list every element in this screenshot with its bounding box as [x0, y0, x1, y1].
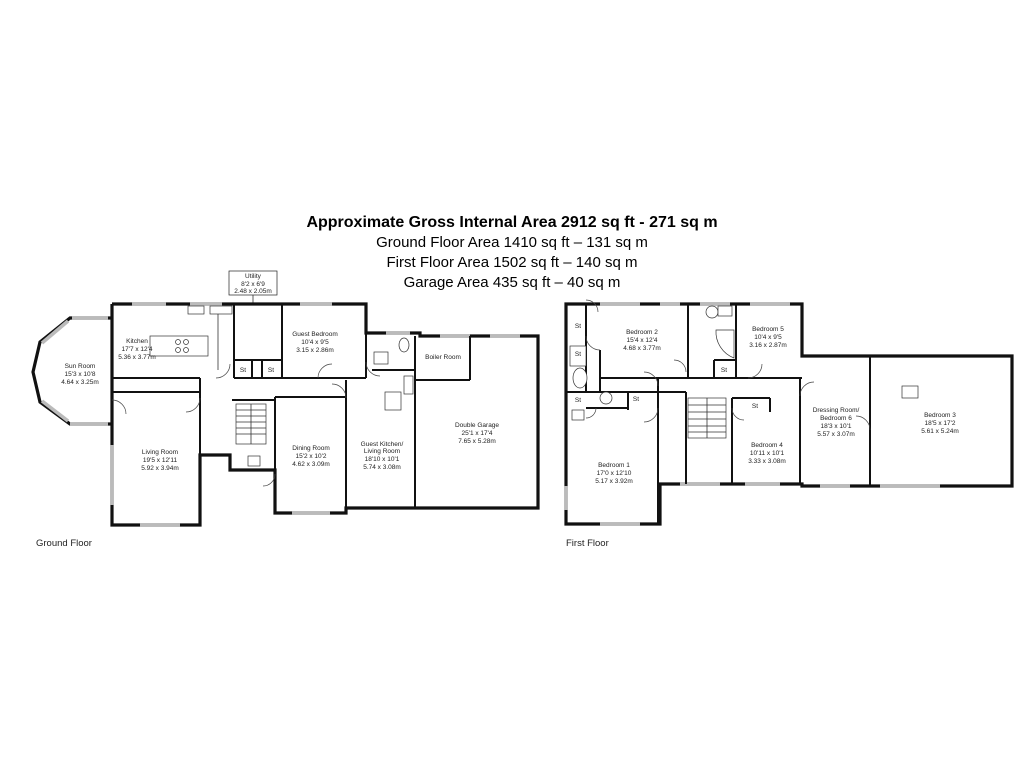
svg-text:10'4 x 9'5: 10'4 x 9'5: [301, 339, 329, 346]
room-name-kitchen: Kitchen: [126, 338, 148, 345]
svg-text:8'2 x 6'9: 8'2 x 6'9: [241, 281, 265, 288]
room-name-sun-room: Sun Room: [65, 363, 96, 370]
room-name-bedroom-4: Bedroom 4: [751, 442, 783, 449]
svg-text:5.92 x 3.94m: 5.92 x 3.94m: [141, 465, 179, 472]
room-name-bedroom-2: Bedroom 2: [626, 329, 658, 336]
storage-label: St: [721, 367, 727, 374]
svg-text:7.65 x 5.28m: 7.65 x 5.28m: [458, 438, 496, 445]
svg-text:4.68 x 3.77m: 4.68 x 3.77m: [623, 345, 661, 352]
gross-area-title: Approximate Gross Internal Area 2912 sq …: [306, 214, 717, 231]
svg-text:15'4 x 12'4: 15'4 x 12'4: [626, 337, 657, 344]
storage-label: St: [268, 367, 274, 374]
ground-floor-label: Ground Floor: [36, 538, 92, 549]
svg-text:3.15 x 2.86m: 3.15 x 2.86m: [296, 347, 334, 354]
room-name-living-room: Living Room: [142, 449, 178, 456]
svg-text:15'2 x 10'2: 15'2 x 10'2: [295, 453, 326, 460]
first-floor-area: First Floor Area 1502 sq ft – 140 sq m: [387, 254, 638, 271]
svg-text:5.74 x 3.08m: 5.74 x 3.08m: [363, 464, 401, 471]
svg-text:Bedroom 6: Bedroom 6: [820, 415, 852, 422]
storage-label: St: [575, 323, 581, 330]
svg-text:17'7 x 12'4: 17'7 x 12'4: [121, 346, 152, 353]
svg-text:2.48 x 2.05m: 2.48 x 2.05m: [234, 288, 272, 295]
storage-label: St: [240, 367, 246, 374]
storage-label: St: [575, 351, 581, 358]
svg-text:5.57 x 3.07m: 5.57 x 3.07m: [817, 431, 855, 438]
ground-floor-area: Ground Floor Area 1410 sq ft – 131 sq m: [376, 234, 648, 251]
storage-label: St: [752, 403, 758, 410]
svg-text:18'3 x 10'1: 18'3 x 10'1: [820, 423, 851, 430]
svg-text:18'5 x 17'2: 18'5 x 17'2: [924, 420, 955, 427]
svg-text:4.62 x 3.09m: 4.62 x 3.09m: [292, 461, 330, 468]
svg-text:15'3 x 10'8: 15'3 x 10'8: [64, 371, 95, 378]
room-name-utility: Utility: [245, 273, 262, 280]
garage-area: Garage Area 435 sq ft – 40 sq m: [404, 274, 621, 291]
svg-text:19'5 x 12'11: 19'5 x 12'11: [143, 457, 178, 464]
first-staircase: [687, 397, 727, 439]
room-name-guest-bedroom: Guest Bedroom: [292, 331, 338, 338]
room-name-boiler-room: Boiler Room: [425, 354, 461, 361]
svg-text:4.64 x 3.25m: 4.64 x 3.25m: [61, 379, 99, 386]
svg-text:5.36 x 3.77m: 5.36 x 3.77m: [118, 354, 156, 361]
svg-text:5.61 x 5.24m: 5.61 x 5.24m: [921, 428, 959, 435]
room-name-dining-room: Dining Room: [292, 445, 330, 452]
ground-floor-plan: Utility 8'2 x 6'9 2.48 x 2.05m Kitchen 1…: [31, 270, 540, 549]
storage-label: St: [633, 396, 639, 403]
room-name-bedroom-3: Bedroom 3: [924, 412, 956, 419]
svg-text:10'11 x 10'1: 10'11 x 10'1: [750, 450, 785, 457]
storage-label: St: [575, 397, 581, 404]
svg-text:17'0 x 12'10: 17'0 x 12'10: [597, 470, 632, 477]
svg-text:3.33 x 3.08m: 3.33 x 3.08m: [748, 458, 786, 465]
room-name-bedroom-5: Bedroom 5: [752, 326, 784, 333]
svg-text:3.16 x 2.87m: 3.16 x 2.87m: [749, 342, 787, 349]
first-floor-plan: Bedroom 2 15'4 x 12'4 4.68 x 3.77m Bedro…: [564, 299, 1014, 549]
svg-text:25'1 x 17'4: 25'1 x 17'4: [461, 430, 492, 437]
svg-text:5.17 x 3.92m: 5.17 x 3.92m: [595, 478, 633, 485]
room-name-dressing-room: Dressing Room/: [813, 407, 860, 414]
room-name-double-garage: Double Garage: [455, 422, 499, 429]
utility-label-box: [228, 270, 278, 296]
room-name-bedroom-1: Bedroom 1: [598, 462, 630, 469]
kitchen-island: [149, 335, 209, 357]
svg-text:Living Room: Living Room: [364, 448, 400, 455]
svg-text:18'10 x 10'1: 18'10 x 10'1: [365, 456, 400, 463]
svg-text:10'4 x 9'5: 10'4 x 9'5: [754, 334, 782, 341]
first-floor-label: First Floor: [566, 538, 609, 549]
ground-staircase: [235, 403, 267, 445]
room-name-guest-kitchen: Guest Kitchen/: [361, 441, 404, 448]
